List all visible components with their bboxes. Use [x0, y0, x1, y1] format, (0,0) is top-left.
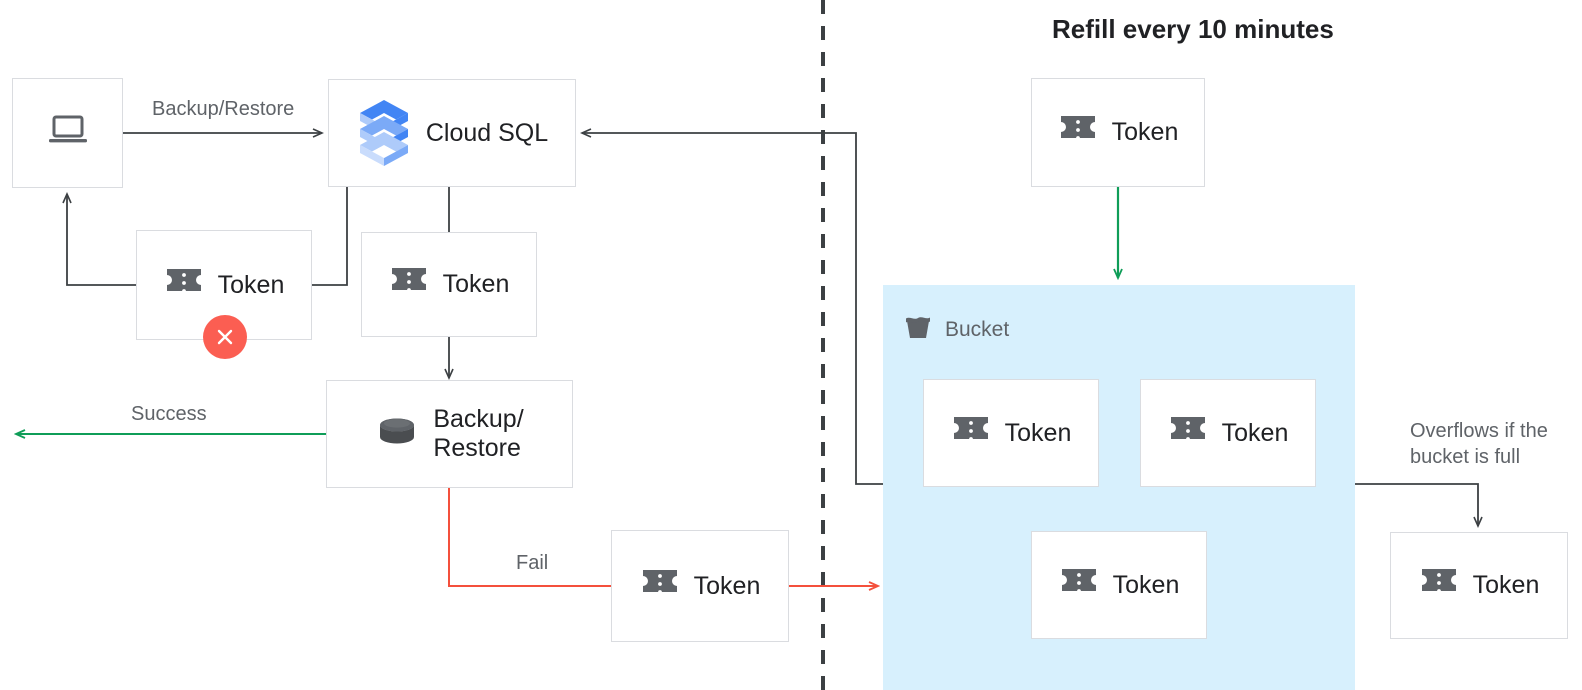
database-icon: [375, 414, 419, 455]
token-bucket-3-node[interactable]: Token: [1031, 531, 1207, 639]
token-icon: [640, 567, 680, 606]
token-icon: [1058, 113, 1098, 152]
token-refill-node[interactable]: Token: [1031, 78, 1205, 187]
token-bucket-1-label: Token: [1004, 418, 1072, 447]
token-icon: [389, 265, 429, 304]
token-overflow-label: Token: [1472, 571, 1540, 599]
token-bucket-2-node[interactable]: Token: [1140, 379, 1316, 487]
token-icon: [1059, 566, 1099, 605]
client-node[interactable]: [12, 78, 123, 188]
bucket-icon: [903, 312, 933, 347]
edge-cloudsql-to-token-failed: [312, 187, 348, 286]
edge-label-overflow: Overflows if the bucket is full: [1410, 420, 1548, 468]
token-overflow-node[interactable]: Token: [1390, 532, 1568, 639]
token-icon: [1419, 566, 1459, 605]
error-x-icon: [203, 315, 247, 359]
edge-token-failed-to-client: [62, 192, 136, 286]
backup-restore-node[interactable]: Backup/ Restore: [326, 380, 573, 488]
token-consumed-label: Token: [442, 270, 510, 298]
edge-bucket-to-cloudsql: [580, 128, 883, 485]
edge-label-fail: Fail: [516, 552, 549, 574]
token-fail-return-label: Token: [693, 571, 761, 600]
bucket-title: Bucket: [945, 317, 1010, 341]
edge-label-success: Success: [131, 403, 207, 425]
token-icon: [1168, 414, 1208, 453]
token-consumed-node[interactable]: Token: [361, 232, 537, 337]
token-failed-label: Token: [217, 270, 285, 299]
token-bucket-1-node[interactable]: Token: [923, 379, 1099, 487]
cloud-sql-node[interactable]: Cloud SQL: [328, 79, 576, 187]
token-icon: [164, 266, 204, 305]
token-bucket-2-label: Token: [1221, 418, 1289, 447]
token-fail-return-node[interactable]: Token: [611, 530, 789, 642]
cloud-sql-label: Cloud SQL: [425, 118, 549, 147]
token-icon: [951, 414, 991, 453]
token-bucket-3-label: Token: [1112, 570, 1180, 599]
backup-restore-label: Backup/ Restore: [433, 405, 524, 462]
diagram-title: Refill every 10 minutes: [1052, 14, 1334, 44]
laptop-icon: [47, 114, 89, 153]
bucket-header: Bucket: [903, 312, 1009, 347]
edge-label-backup-restore: Backup/Restore: [152, 98, 295, 120]
edge-bucket-overflow: [1355, 483, 1483, 528]
token-refill-label: Token: [1111, 118, 1179, 146]
cloud-sql-icon: [356, 96, 412, 171]
